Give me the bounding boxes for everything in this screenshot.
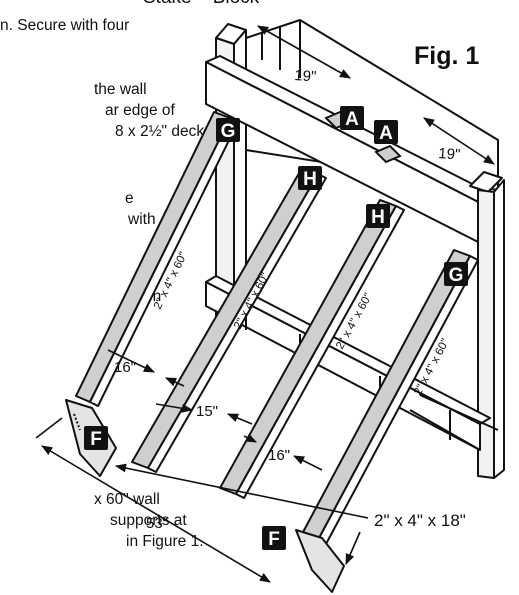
part-label-boxes (84, 106, 468, 550)
stake-f-right (295, 529, 345, 593)
instruction-line: ar edge of (105, 102, 175, 119)
part-label-g-left: G (221, 121, 236, 142)
dim-spacing-1: 16" (114, 359, 136, 376)
dim-stake: 2" x 4" x 18" (374, 511, 466, 530)
support-boards (65, 111, 479, 593)
figure-title: Fig. 1 (414, 42, 480, 70)
instruction-line: e (125, 190, 134, 207)
dim-top-left: 19" (294, 67, 317, 85)
block-a-right (374, 144, 402, 164)
instruction-line: n. Secure with four (0, 17, 130, 34)
label-box-f-left (84, 426, 108, 450)
label-box-g-right (444, 262, 468, 286)
dimension-lines (35, 25, 495, 583)
part-label-g-right: G (449, 265, 464, 286)
dim-overall: 53" (146, 515, 168, 532)
label-box-h-right (366, 204, 390, 228)
label-box-f-right (262, 526, 286, 550)
part-label-a-right: A (379, 123, 393, 144)
label-box-a-right (374, 120, 398, 144)
label-box-h-left (298, 166, 322, 190)
instruction-line: the wall (94, 81, 147, 98)
instruction-line: with (128, 211, 156, 228)
dim-spacing-2: 15" (196, 403, 218, 420)
header-title: Stake – Block (143, 0, 259, 8)
instruction-line: 8 x 2½" deck (115, 123, 205, 140)
label-box-g-left (216, 118, 240, 142)
part-label-h-right: H (371, 207, 385, 228)
label-box-a-left (340, 106, 364, 130)
part-label-a-left: A (345, 109, 359, 130)
part-label-h-left: H (303, 169, 317, 190)
dim-top-right: 19" (438, 145, 461, 163)
part-label-f-left: F (90, 429, 102, 450)
part-label-f-right: F (268, 529, 280, 550)
dim-spacing-3: 16" (268, 447, 290, 464)
